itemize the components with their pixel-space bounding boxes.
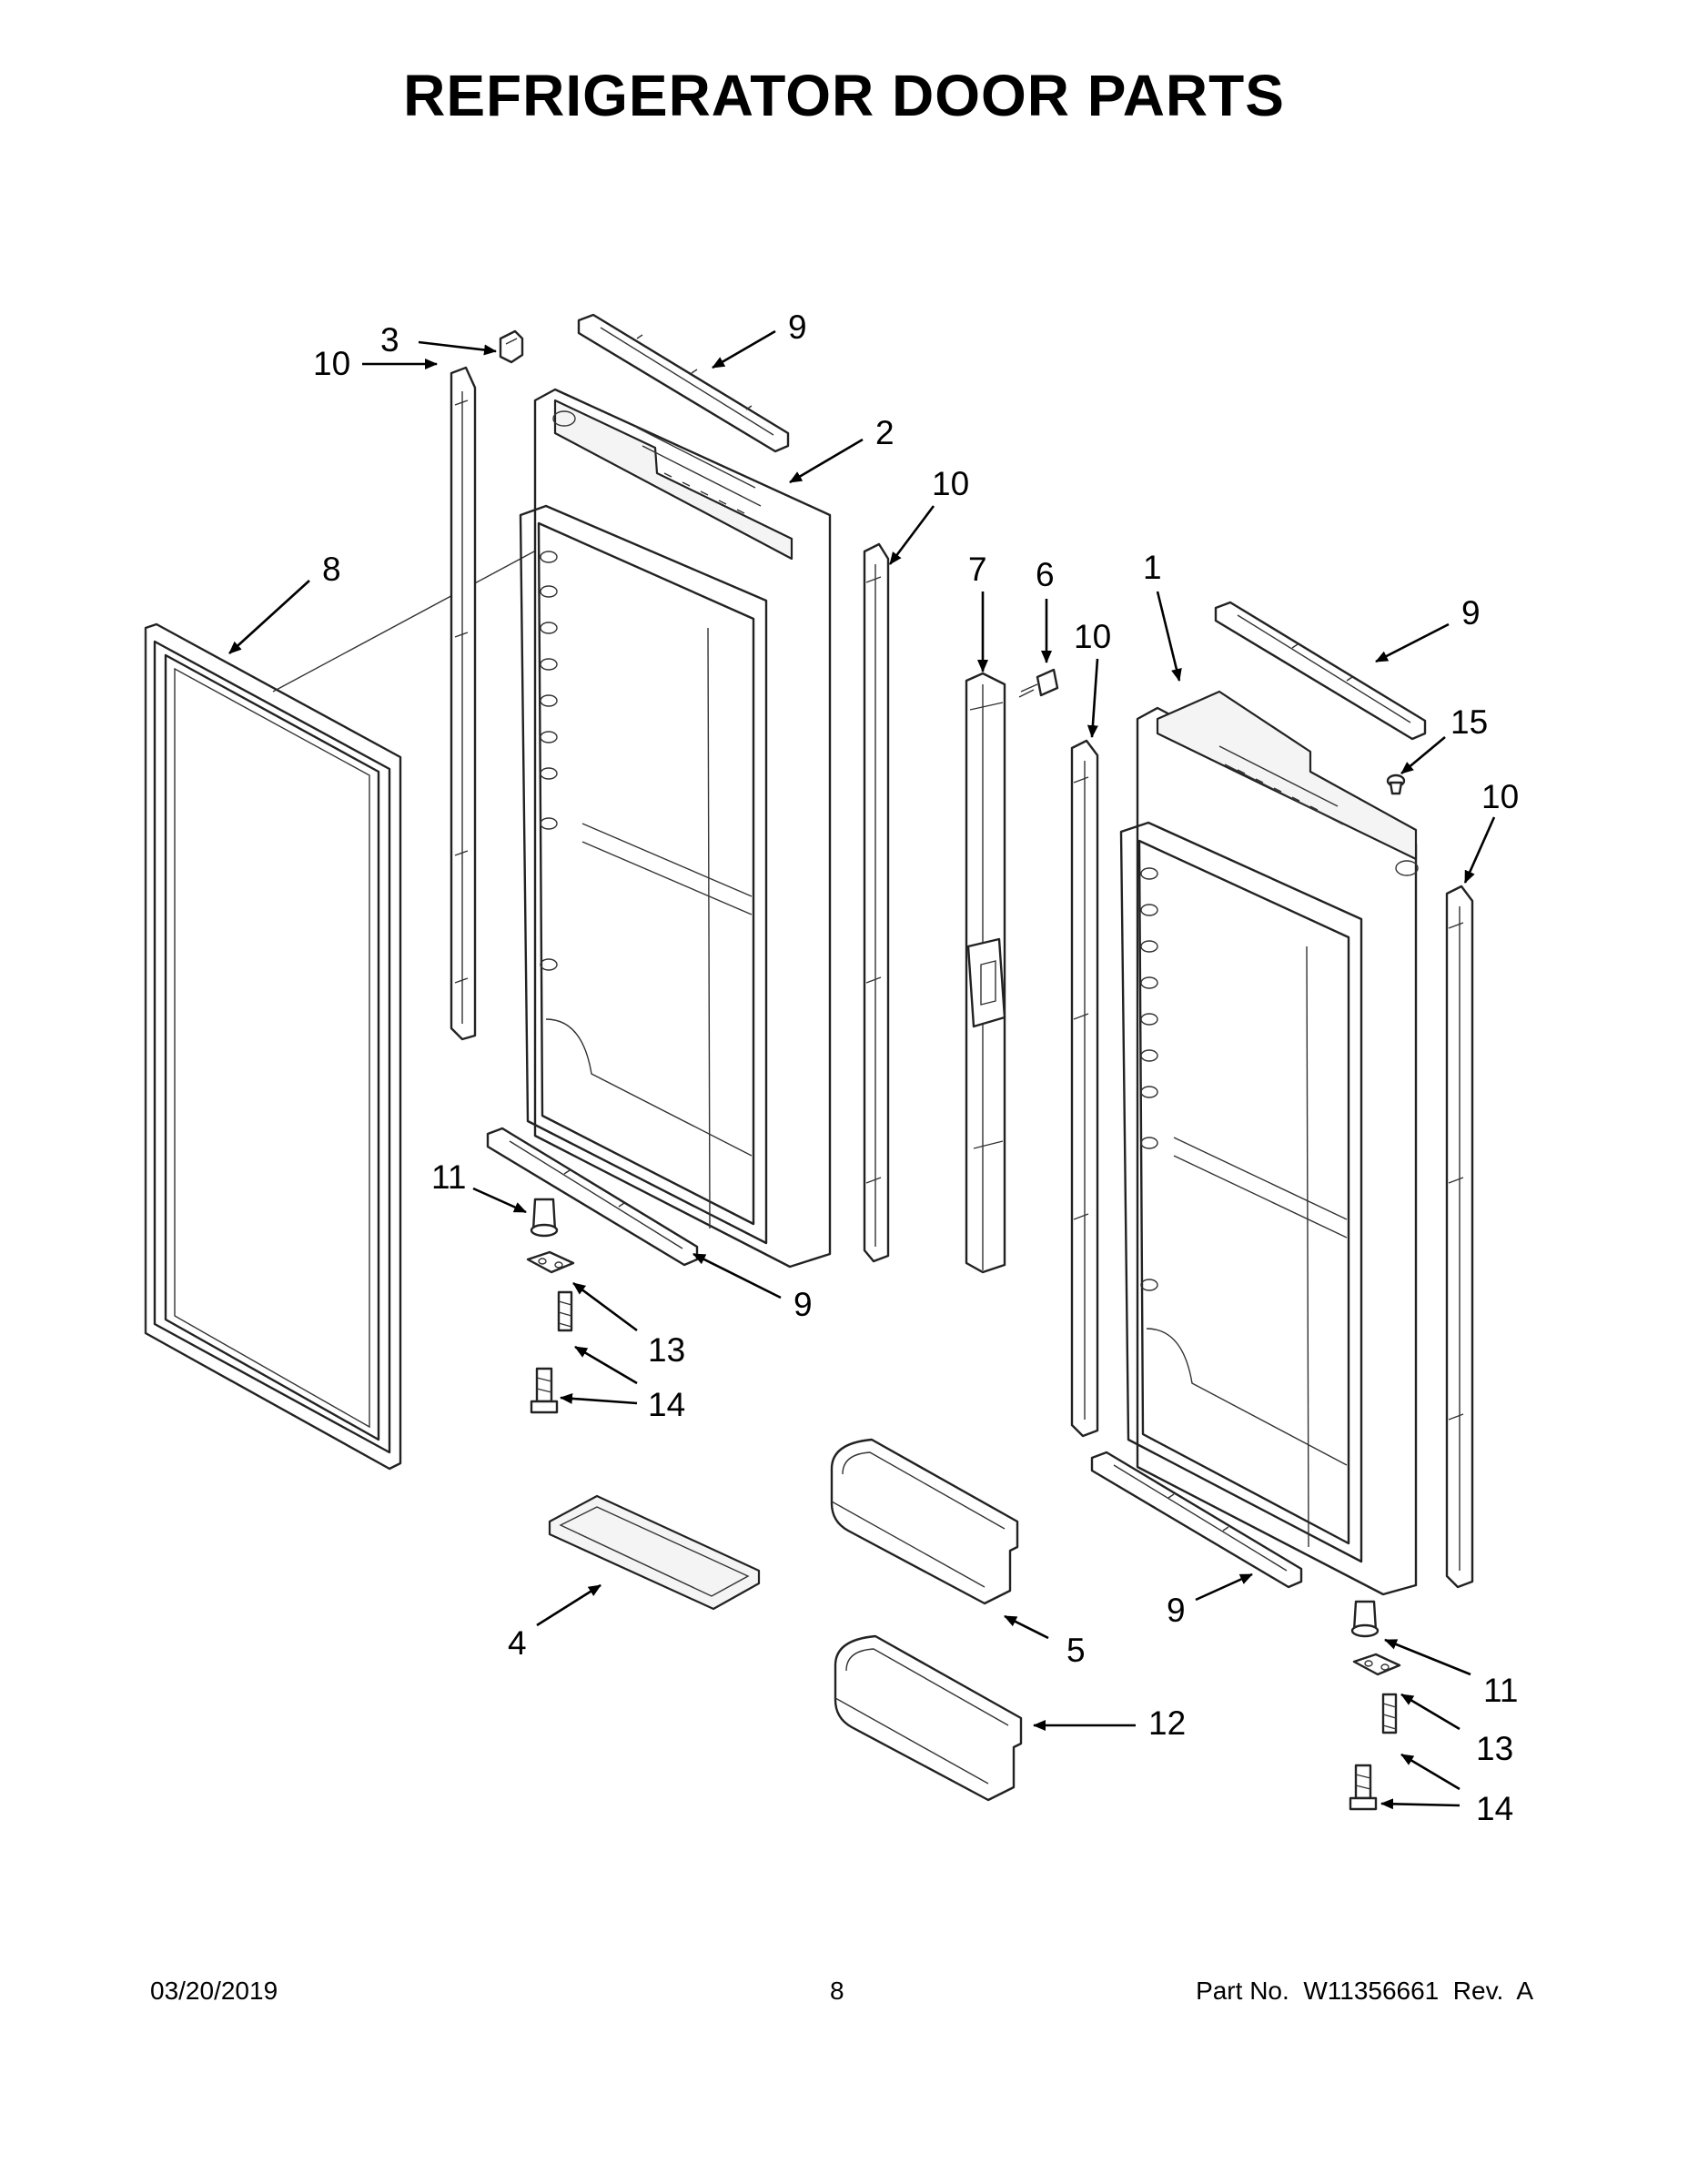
arrow-11a xyxy=(472,1187,527,1214)
tray-part-4 xyxy=(548,1494,761,1611)
arrow-14b-2 xyxy=(1380,1798,1461,1810)
door-trim-strip-part-10-c xyxy=(1070,739,1099,1438)
callout-14-left: 14 xyxy=(648,1386,685,1423)
screw-part-14-b xyxy=(1349,1693,1398,1811)
arrow-2 xyxy=(789,438,864,484)
callout-5: 5 xyxy=(1066,1632,1086,1669)
callout-13-right: 13 xyxy=(1476,1730,1513,1767)
callout-9-top-right: 9 xyxy=(1461,594,1481,632)
door-liner-left-part-2 xyxy=(519,388,832,1269)
hinge-plate-part-13-b xyxy=(1352,1653,1401,1676)
arrow-10c xyxy=(1087,658,1099,738)
mullion-part-7 xyxy=(965,672,1006,1274)
arrow-5 xyxy=(1004,1614,1049,1640)
footer-date: 03/20/2019 xyxy=(150,1977,278,2005)
footer-page-number: 8 xyxy=(830,1977,844,2005)
door-cap-part-9-d xyxy=(1090,1451,1303,1589)
door-gasket-part-8 xyxy=(144,622,402,1471)
door-cap-part-9-a xyxy=(577,313,790,453)
page-title: REFRIGERATOR DOOR PARTS xyxy=(403,63,1285,128)
callout-arrows xyxy=(228,329,1496,1810)
callout-10-right-door: 10 xyxy=(1074,618,1111,655)
arrow-14a-1 xyxy=(574,1345,638,1385)
callout-7: 7 xyxy=(968,551,987,588)
callout-10-middle: 10 xyxy=(932,465,969,502)
plug-part-15 xyxy=(1386,774,1406,795)
callout-11-left: 11 xyxy=(431,1158,466,1196)
arrow-9b xyxy=(1375,622,1450,663)
callout-9-bottom-left: 9 xyxy=(793,1286,813,1323)
callout-10-left: 10 xyxy=(313,345,350,382)
door-bin-part-5 xyxy=(830,1438,1019,1605)
arrow-9c xyxy=(692,1252,782,1299)
clip-part-3 xyxy=(499,329,524,364)
hinge-bushing-part-11-b xyxy=(1350,1600,1380,1638)
arrow-13b xyxy=(1400,1693,1461,1731)
callout-4: 4 xyxy=(508,1624,527,1662)
arrow-15 xyxy=(1400,736,1446,774)
hinge-plate-part-13-a xyxy=(526,1250,575,1274)
callout-11-right: 11 xyxy=(1483,1672,1518,1709)
callout-15: 15 xyxy=(1450,703,1488,741)
callout-1: 1 xyxy=(1143,549,1162,586)
arrow-9d xyxy=(1195,1572,1253,1602)
door-cap-part-9-c xyxy=(486,1127,699,1267)
arrow-9a xyxy=(712,329,776,369)
callout-2: 2 xyxy=(875,414,895,451)
arrow-14a-2 xyxy=(560,1392,638,1405)
callout-10-far-right: 10 xyxy=(1481,778,1519,815)
arrow-1 xyxy=(1156,591,1182,682)
screw-part-14-a xyxy=(530,1290,573,1414)
door-trim-strip-part-10-a xyxy=(450,366,477,1041)
arrow-14b-1 xyxy=(1400,1753,1461,1791)
callout-12: 12 xyxy=(1148,1704,1186,1742)
arrow-4 xyxy=(536,1583,601,1627)
door-liner-right-part-1 xyxy=(1119,690,1419,1596)
callout-labels: 3 9 2 10 10 8 7 6 10 1 9 15 10 11 9 13 1… xyxy=(313,308,1519,1827)
callout-9-top-left: 9 xyxy=(788,308,807,346)
callout-9-bottom-right: 9 xyxy=(1167,1592,1186,1629)
door-trim-strip-part-10-b xyxy=(863,542,890,1263)
arrow-13a xyxy=(572,1281,638,1332)
callout-13-left: 13 xyxy=(648,1331,685,1369)
arrow-11b xyxy=(1384,1638,1471,1676)
callout-14-right: 14 xyxy=(1476,1790,1513,1827)
arrow-8 xyxy=(228,580,310,654)
callout-3: 3 xyxy=(380,321,399,359)
arrow-10d xyxy=(1463,816,1496,884)
footer-part-number: Part No. W11356661 Rev. A xyxy=(1196,1977,1533,2005)
callout-8: 8 xyxy=(322,551,341,588)
hinge-bushing-part-11-a xyxy=(530,1198,559,1238)
door-cap-part-9-b xyxy=(1214,601,1427,741)
arrow-10b xyxy=(888,505,935,565)
arrow-3 xyxy=(418,340,497,356)
screw-part-6 xyxy=(1018,668,1059,698)
door-bin-part-12 xyxy=(834,1634,1023,1802)
door-trim-strip-part-10-d xyxy=(1445,885,1474,1589)
callout-6: 6 xyxy=(1036,556,1055,593)
